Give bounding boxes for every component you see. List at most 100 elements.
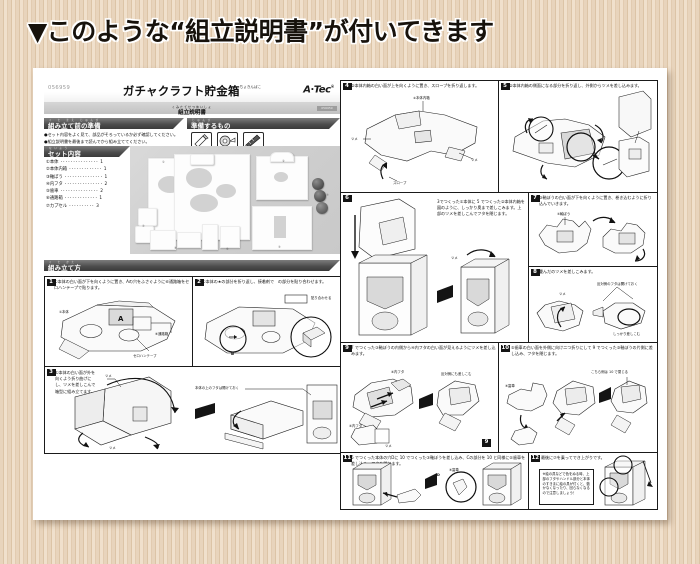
step-panel-2: 2 ①本体の★の部分を折り返し、接着剤で の部分を貼り合わせます。 貼り合わせる…: [192, 276, 342, 368]
part-dots: ･･･････････････: [58, 189, 101, 195]
parts-banner-label: セット内容: [48, 149, 81, 158]
step-panel-5: 5 ②本体内箱の側面になる部分を折り返し、外側からツメを差し込みます。: [498, 80, 658, 194]
step-label-opposite-side: 反対側にも差しこむ: [441, 372, 472, 376]
step-panel-10: 10 ⑤歯車の白い面を外側に向け二つ折りにして 9 でつくった③軸ぼうの片側に差…: [498, 342, 658, 454]
subtitle-text: 組立説明書: [178, 110, 206, 116]
part-qty: 2: [100, 189, 103, 195]
ruler-icon: [243, 132, 264, 149]
product-title-text: ガチャクラフト貯金箱: [122, 84, 240, 98]
step-panel-3: 3 ①本体の白い面が外を向くよう折り曲げにし、ツメを差しこんで箱型に組み立てます…: [44, 366, 342, 454]
parts-list-item: ⑦カプセル ･･････････ 3: [46, 203, 107, 210]
brand-logo: A⋅Tec®: [303, 84, 334, 95]
step-label-insert-firmly: しっかり差しこむ: [613, 332, 641, 336]
step-number-badge: 1: [46, 278, 56, 286]
part-no: ①: [46, 160, 50, 165]
prep-banner: く た まえ じゅんび 組み立て前の準備: [44, 118, 184, 129]
part-name: 歯車: [49, 189, 59, 195]
parts-list: ①本体 ･･･････････････ 1 ②本体内箱 ････････････…: [46, 159, 107, 210]
step-instruction-text: 7 でつくった③軸ぼうの内側から④内フタの白い面が見えるようにツメを差し込みます…: [351, 345, 496, 357]
parts-list-item: ④内フタ ･･･････････････ 2: [46, 181, 107, 188]
parts-list-item: ②本体内箱 ･････････････ 1: [46, 166, 107, 173]
document-header: 056959 ガチャクラフト貯金箱ちょきんばこ A⋅Tec®: [44, 80, 340, 102]
step-instruction-text: ①本体の白い面が下を向くように置き、Aの穴をふさぐように⑥通路箱をセロハンテープ…: [54, 279, 190, 291]
step-number-badge: 5: [500, 82, 510, 90]
step-label-tab-left: ツメ: [351, 137, 358, 141]
parts-banner: ないよう セット内容: [44, 146, 130, 157]
step-panel-7: 7 ③軸ぼうの白い面が下を向くように置き、巻き込むように折り込んでいきます。 ③…: [528, 192, 658, 268]
step-label-body: ①本体: [59, 310, 69, 314]
brand-text: A⋅Tec: [303, 84, 331, 96]
step-label-tab-right: ツメ: [471, 158, 478, 162]
part-no: ⑥: [46, 196, 50, 202]
prepare-items-banner-ruby: じゅんび: [192, 118, 213, 122]
part-no: ⑤: [46, 189, 50, 195]
page-title: ▼このような“組立説明書”が付いてきます: [28, 17, 494, 46]
part-no: ②: [46, 167, 50, 173]
step-label-keep-open: 反対側のフタは開けておく: [597, 282, 638, 286]
step-label-inner-lid: ④内フタ: [391, 370, 405, 374]
prep-banner-ruby: く た まえ じゅんび: [49, 118, 101, 122]
step-panel-4: 4 ②本体内箱の白い面が上を向くように置き、スロープを折り返します。 ②本体内箱…: [340, 80, 500, 194]
step-label-inner-lid-2: ④内フタ: [349, 424, 363, 428]
step-panel-12: 12 最後に⑦を乗ってでき上がりです。 ※絵の具などで色をぬる時、上部のフタやハ…: [528, 452, 658, 510]
step-panel-8: 8 畳んだのツメを差しこみます。 ツメ 反対側のフタは開けておく しっかり差しこ…: [528, 266, 658, 344]
part-name: 通路箱: [49, 196, 63, 202]
part-dots: ･･････････: [67, 203, 97, 209]
step-instruction-text: ①本体の★の部分を折り返し、接着剤で の部分を貼り合わせます。: [202, 279, 327, 284]
step-number-badge: 4: [342, 82, 352, 90]
step-label-tab: ツメ: [385, 444, 392, 448]
step-number-badge: 2: [194, 278, 204, 286]
step-instruction-text: ⑤歯車の白い面を外側に向け二つ折りにして 9 でつくった③軸ぼうの片側に差し込み…: [511, 345, 653, 357]
part-qty: 1: [103, 167, 107, 173]
step-instruction-text: ②本体内箱の白い面が上を向くように置き、スロープを折り返します。: [351, 83, 480, 88]
subtitle-block: くみたてせつめいしょ組立説明書: [44, 105, 340, 117]
part-dots: ･････････････: [67, 167, 104, 173]
step-instruction-text: ③軸ぼうの白い面が下を向くように置き、巻き込むように折り込んでいきます。: [539, 195, 652, 207]
prepare-items-banner: じゅんび 準備するもの: [187, 118, 340, 129]
part-no: ③: [46, 174, 50, 180]
step-panel-1: 1 ①本体の白い面が下を向くように置き、Aの穴をふさぐように⑥通路箱をセロハンテ…: [44, 276, 194, 368]
part-qty: 2: [104, 181, 108, 187]
step-label-shaft: ③軸ぼう: [557, 212, 571, 216]
step-label-tab: ツメ: [559, 292, 566, 296]
part-qty: 1: [100, 160, 103, 165]
brand-registered-mark: ®: [330, 84, 335, 89]
step-panel-11: 11 6 でつくった本体の穴Dに 10 でつくった③軸ぼうを差し込み、Cの部分を…: [340, 452, 530, 510]
step-inline-ref-9: 9: [482, 439, 491, 447]
product-title: ガチャクラフト貯金箱ちょきんばこ: [44, 83, 340, 99]
step-label-inner-box: ②本体内箱: [413, 96, 430, 100]
prep-bullets: ●セット内容をよく見て、部品がそろっているか必ず確認してください。 ●組立説明書…: [44, 131, 234, 145]
parts-photo: ① ② ⑦ ④ ⑤ ⑥ ③: [130, 146, 340, 254]
step-number-badge: 8: [530, 268, 540, 276]
step-panel-6: 6 3でつくった①本体に 5 でつくった②本体内箱を図のように、しっかり奥まで差…: [340, 192, 530, 344]
step-instruction-text: 最後に⑦を乗ってでき上がりです。: [541, 455, 605, 460]
step-label-c: D: [437, 473, 440, 477]
step-label-passage: ⑥通路箱: [155, 332, 169, 336]
prep-bullet-1: ●組立説明書を最後まで読んでから組み立ててください。: [44, 139, 150, 144]
step-panel-9: 9 7 でつくった③軸ぼうの内側から④内フタの白い面が見えるようにツメを差し込み…: [340, 342, 500, 454]
step-number-badge: 12: [530, 454, 541, 462]
step-label-gear: ⑤歯車: [449, 468, 459, 472]
parts-list-item: ③軸ぼう ･･･････････････ 1: [46, 174, 107, 181]
step-label-tab-top: ツメ: [105, 374, 112, 378]
tool-icon-list: 紙工用 セロハンテープ: [191, 132, 264, 155]
step-label-tab-bottom: ツメ: [109, 446, 116, 450]
part-no: ⑦: [46, 203, 50, 209]
parts-list-item: ⑥通路箱 ･････････････ 1: [46, 195, 107, 202]
part-dots: ･･･････････････: [62, 174, 105, 180]
part-no: ④: [46, 181, 50, 187]
step-label-tab: ツメ: [451, 256, 458, 260]
step-label-slope: スロープ: [393, 181, 407, 185]
sheet-content: 056959 ガチャクラフト貯金箱ちょきんばこ A⋅Tec® くみたてせつめいし…: [44, 80, 658, 510]
part-name: 軸ぼう: [49, 174, 63, 180]
step-label-close-side: こちら側は 10 で閉じる: [591, 370, 628, 374]
prep-bullet-0: ●セット内容をよく見て、部品がそろっているか必ず確認してください。: [44, 132, 178, 137]
part-qty: 1: [99, 196, 103, 202]
step-instruction-text: 3でつくった①本体に 5 でつくった②本体内箱を図のように、しっかり奥まで差しこ…: [437, 199, 525, 217]
parts-list-item: ①本体 ･･･････････････ 1: [46, 159, 107, 166]
step-number-badge: 10: [500, 344, 511, 352]
part-name: 本体内箱: [49, 167, 68, 173]
product-title-ruby: ちょきんばこ: [239, 85, 262, 89]
assembly-banner-ruby: く た かた: [49, 260, 77, 264]
parts-list-item: ⑤歯車 ･･･････････････ 2: [46, 188, 107, 195]
